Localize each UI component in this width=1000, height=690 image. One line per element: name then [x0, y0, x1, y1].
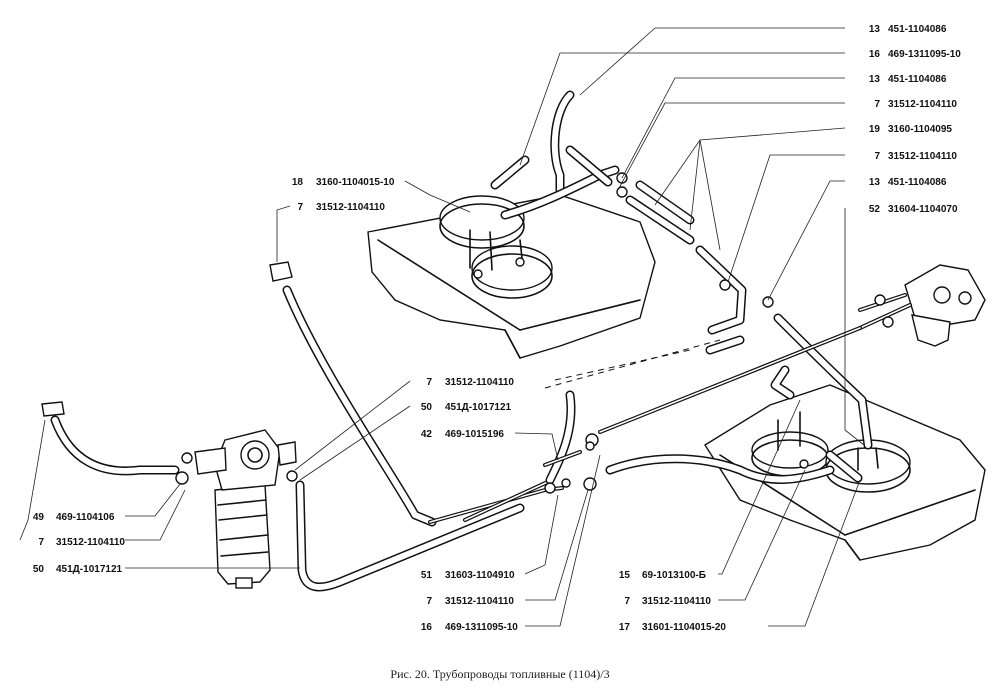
fuel-supply-line	[544, 326, 862, 434]
callout-part: 31512-1104110	[642, 596, 711, 607]
fuel-filter	[181, 429, 298, 589]
callout-part: 451-1104086	[888, 74, 947, 85]
callout-part: 3160-1104095	[888, 124, 952, 135]
callout-part: 469-1104106	[56, 512, 115, 523]
lower-tank-hoses	[583, 313, 873, 491]
callout-part: 31512-1104110	[316, 202, 385, 213]
filter-hoses	[41, 261, 595, 592]
callout-labels: 13 451-1104086 16 469-1311095-10 13 451-…	[33, 24, 961, 633]
callout-part: 469-1015196	[445, 429, 504, 440]
fuel-pump	[858, 264, 986, 347]
callout-part: 31603-1104910	[445, 570, 515, 581]
callout-num: 7	[426, 596, 432, 607]
callout-part: 451-1104086	[888, 24, 947, 35]
callout-part: 469-1311095-10	[445, 622, 518, 633]
callout-num: 52	[869, 204, 881, 215]
callout-num: 7	[38, 537, 44, 548]
callout-part: 31512-1104110	[445, 377, 514, 388]
callout-part: 69-1013100-Б	[642, 570, 706, 581]
callout-num: 7	[624, 596, 630, 607]
callout-num: 50	[421, 402, 433, 413]
callout-num: 16	[421, 622, 433, 633]
callout-num: 7	[874, 99, 880, 110]
callout-part: 469-1311095-10	[888, 49, 961, 60]
callout-part: 31512-1104110	[56, 537, 125, 548]
callout-num: 7	[426, 377, 432, 388]
callout-num: 50	[33, 564, 45, 575]
callout-part: 31512-1104110	[888, 99, 957, 110]
callout-part: 31512-1104110	[888, 151, 957, 162]
callout-num: 13	[869, 177, 881, 188]
callout-part: 451Д-1017121	[56, 564, 123, 575]
callout-num: 18	[292, 177, 304, 188]
callout-num: 15	[619, 570, 631, 581]
leader-lines	[19, 27, 865, 627]
callout-part: 451-1104086	[888, 177, 947, 188]
callout-num: 49	[33, 512, 45, 523]
callout-part: 3160-1104015-10	[316, 177, 395, 188]
callout-num: 16	[869, 49, 881, 60]
callout-part: 31604-1104070	[888, 204, 958, 215]
callout-num: 51	[421, 570, 433, 581]
callout-num: 7	[874, 151, 880, 162]
upper-tank-hoses	[490, 90, 774, 355]
callout-num: 17	[619, 622, 631, 633]
callout-num: 42	[421, 429, 433, 440]
callout-num: 7	[297, 202, 303, 213]
callout-num: 13	[869, 74, 881, 85]
callout-num: 19	[869, 124, 881, 135]
callout-part: 451Д-1017121	[445, 402, 512, 413]
callout-part: 31512-1104110	[445, 596, 514, 607]
callout-part: 31601-1104015-20	[642, 622, 726, 633]
figure-caption: Рис. 20. Трубопроводы топливные (1104)/3	[390, 667, 610, 681]
upper-fuel-tank	[367, 194, 656, 359]
callout-num: 13	[869, 24, 881, 35]
